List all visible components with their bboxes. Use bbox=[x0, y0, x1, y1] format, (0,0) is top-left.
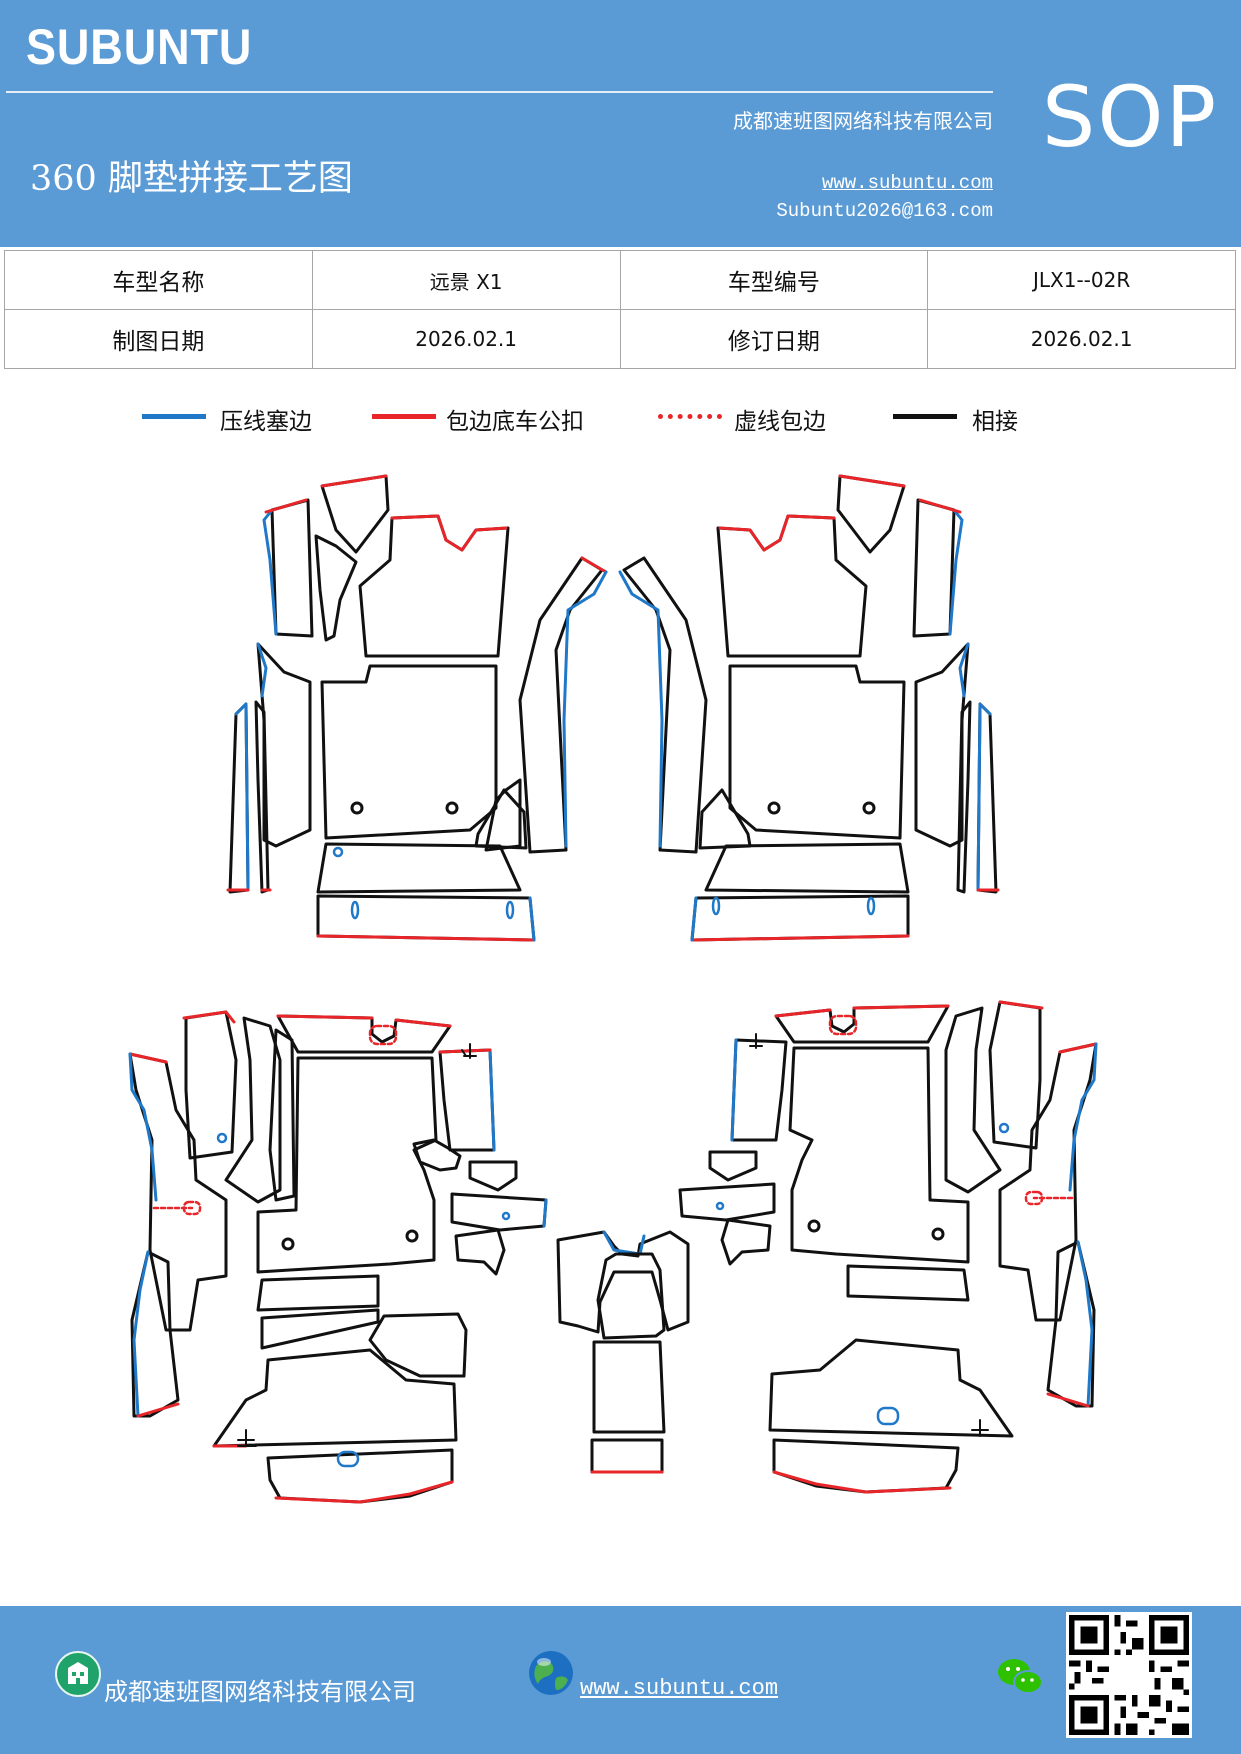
front-left-mat-group bbox=[226, 474, 608, 942]
model-name-value: 远景 X1 bbox=[311, 250, 621, 310]
rear-right-mat-group bbox=[678, 1000, 1098, 1494]
building-icon bbox=[55, 1651, 101, 1697]
model-code-value: JLX1--02R bbox=[927, 250, 1236, 310]
draw-date-value: 2026.02.1 bbox=[311, 309, 621, 369]
legend-line-red-dotted bbox=[658, 414, 722, 419]
sop-badge: SOP bbox=[1042, 68, 1219, 166]
floor-mat-drawing bbox=[128, 474, 1098, 1504]
footer-band: 成都速班图网络科技有限公司 www.subuntu.com bbox=[0, 1606, 1241, 1754]
header-band: SUBUNTU 成都速班图网络科技有限公司 360 脚垫拼接工艺图 www.su… bbox=[0, 0, 1241, 247]
globe-icon bbox=[529, 1651, 573, 1695]
legend-label: 包边底车公扣 bbox=[446, 409, 584, 435]
legend: 压线塞边 包边底车公扣 虚线包边 相接 bbox=[0, 398, 1241, 442]
qr-code[interactable] bbox=[1066, 1612, 1192, 1738]
rear-left-mat-group bbox=[128, 1010, 548, 1504]
legend-line-blue bbox=[142, 414, 206, 419]
front-right-mat-group bbox=[618, 474, 1000, 942]
legend-label: 压线塞边 bbox=[220, 409, 312, 435]
info-row: 制图日期 2026.02.1 修订日期 2026.02.1 bbox=[4, 309, 1236, 369]
footer-company: 成都速班图网络科技有限公司 bbox=[104, 1678, 416, 1706]
legend-line-red bbox=[372, 414, 436, 419]
draw-date-label: 制图日期 bbox=[4, 309, 313, 369]
wechat-icon bbox=[998, 1659, 1043, 1694]
legend-label: 虚线包边 bbox=[734, 409, 826, 435]
model-name-label: 车型名称 bbox=[4, 250, 313, 310]
footer-website-link[interactable]: www.subuntu.com bbox=[580, 1676, 779, 1701]
revise-date-value: 2026.02.1 bbox=[927, 309, 1236, 369]
info-table: 车型名称 远景 X1 车型编号 JLX1--02R 制图日期 2026.02.1… bbox=[4, 250, 1236, 369]
header-divider bbox=[6, 91, 993, 93]
brand-logo: SUBUNTU bbox=[26, 19, 253, 75]
header-company: 成都速班图网络科技有限公司 bbox=[733, 109, 993, 133]
center-tunnel-group bbox=[556, 1230, 690, 1474]
model-code-label: 车型编号 bbox=[619, 250, 929, 310]
legend-label: 相接 bbox=[972, 409, 1018, 435]
header-email: Subuntu2026@163.com bbox=[776, 200, 993, 222]
document-title: 360 脚垫拼接工艺图 bbox=[30, 159, 353, 199]
legend-line-black bbox=[893, 414, 957, 419]
info-row: 车型名称 远景 X1 车型编号 JLX1--02R bbox=[4, 250, 1236, 310]
revise-date-label: 修订日期 bbox=[619, 309, 929, 369]
header-website-link[interactable]: www.subuntu.com bbox=[821, 172, 993, 194]
